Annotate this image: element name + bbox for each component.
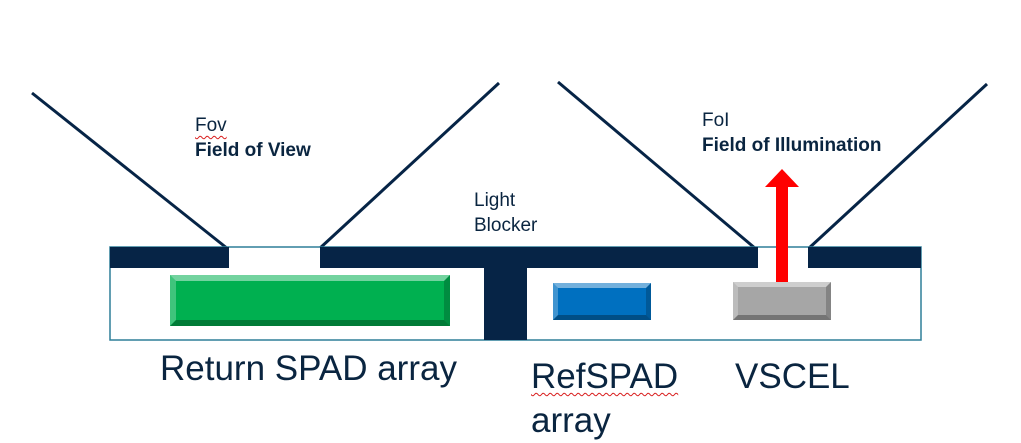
- foi-right-line: [806, 82, 989, 251]
- foi-left-line: [557, 80, 757, 251]
- light-blocker-label-line2: Blocker: [474, 215, 538, 236]
- vscel-block: [733, 282, 831, 320]
- return-spad-block: [170, 275, 450, 326]
- vscel-label: VSCEL: [735, 357, 850, 396]
- ref-spad-label-line1: RefSPAD: [531, 357, 679, 396]
- light-blocker-label-line1: Light: [474, 190, 516, 211]
- foi-abbr-label: FoI: [702, 110, 730, 131]
- foi-full-label: Field of Illumination: [702, 135, 882, 156]
- fov-right-line: [317, 81, 501, 251]
- light-blocker-wall: [484, 247, 527, 340]
- return-spad-label: Return SPAD array: [160, 349, 457, 388]
- ref-spad-label-line2: array: [531, 401, 611, 440]
- top-cover-right: [808, 247, 921, 268]
- top-cover-left: [110, 247, 229, 268]
- fov-abbr-label: Fov: [195, 115, 227, 136]
- top-cover-middle: [320, 247, 758, 268]
- fov-left-line: [31, 91, 229, 251]
- fov-full-label: Field of View: [195, 140, 311, 161]
- ref-spad-block: [553, 283, 651, 320]
- up-arrow-icon: [765, 169, 799, 282]
